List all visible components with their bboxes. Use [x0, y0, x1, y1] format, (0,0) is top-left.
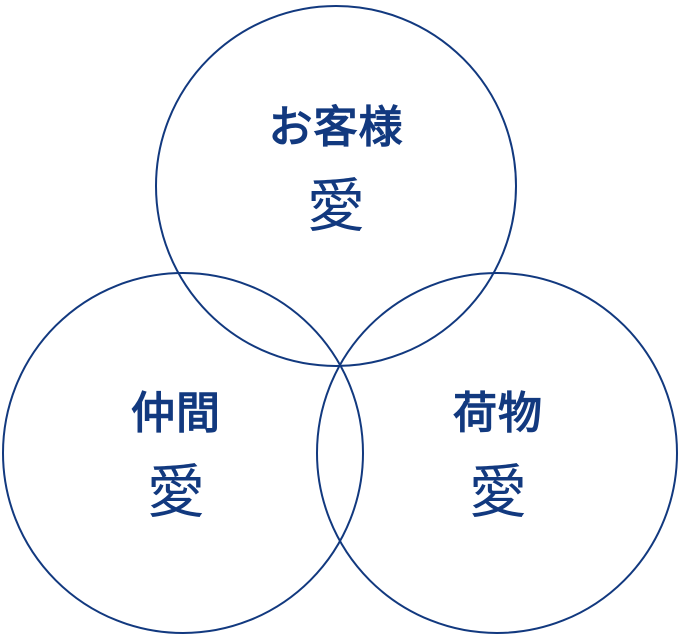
circle-colleagues	[2, 272, 364, 634]
circle-title: 仲間	[131, 388, 221, 439]
circle-title: お客様	[268, 102, 404, 153]
circle-value: 愛	[468, 458, 527, 526]
circle-value: 愛	[146, 458, 205, 526]
label-colleagues: 仲間 愛	[76, 388, 276, 526]
label-cargo: 荷物 愛	[398, 388, 598, 526]
circle-cargo	[316, 272, 678, 634]
label-customers: お客様 愛	[236, 102, 436, 240]
circle-value: 愛	[306, 172, 365, 240]
circle-title: 荷物	[453, 388, 543, 439]
circle-customers	[155, 5, 517, 367]
